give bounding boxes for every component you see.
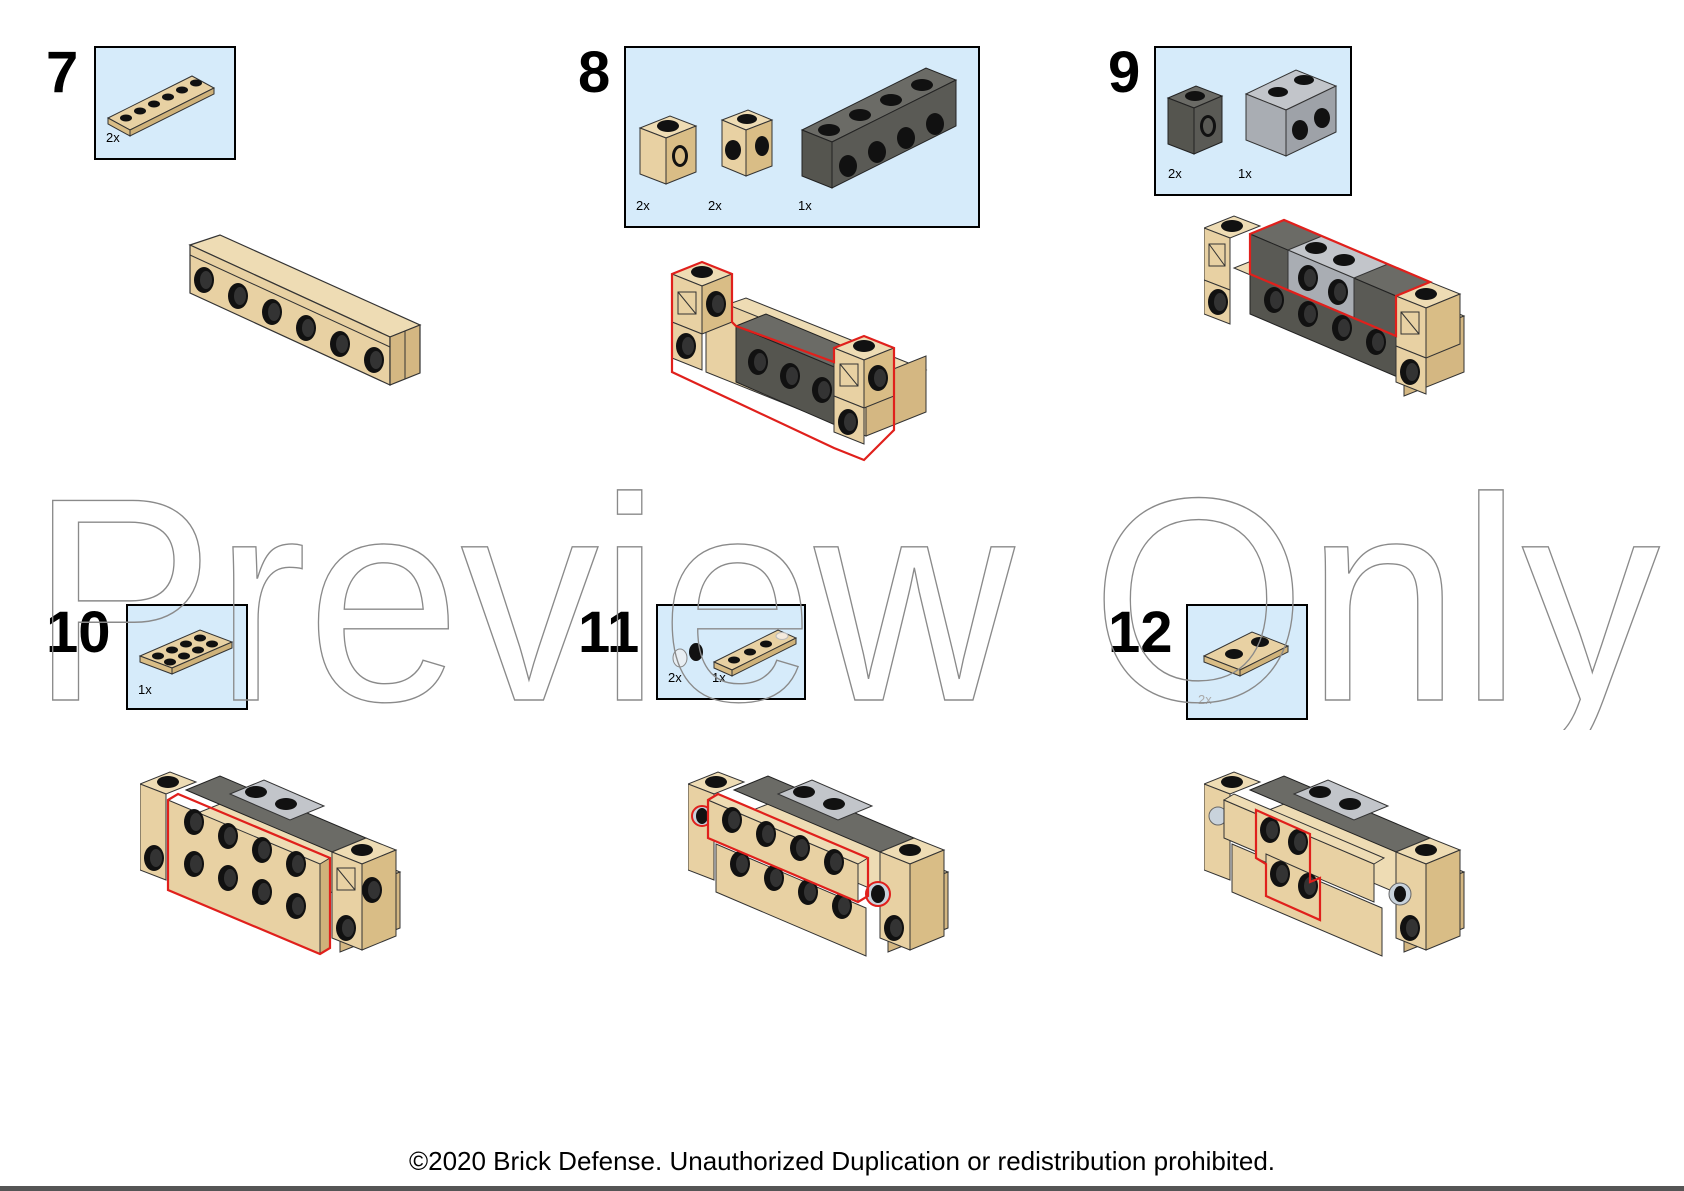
tan-plate-1x6-part [106, 75, 216, 137]
tan-plate-2x4-part [138, 629, 234, 675]
part-quantity: 2x [708, 198, 722, 213]
trans-clear-stud-part [672, 643, 703, 668]
part-quantity: 2x [1198, 692, 1212, 707]
part-quantity: 1x [712, 670, 726, 685]
assembly-step-8 [670, 260, 928, 462]
parts-callout: 2x [1186, 604, 1308, 720]
parts-artwork [1166, 69, 1338, 157]
step-number: 7 [46, 40, 79, 105]
part-quantity: 1x [1238, 166, 1252, 181]
part-quantity: 2x [1168, 166, 1182, 181]
parts-artwork [638, 67, 958, 189]
step-number: 10 [46, 600, 111, 665]
assembly-step-9 [1204, 215, 1466, 397]
assembly-step-10 [140, 771, 402, 956]
watermark-text: Preview Only [30, 470, 1660, 730]
parts-artwork [672, 629, 798, 677]
parts-callout: 2x 1x [656, 604, 806, 700]
preview-only-watermark: Preview Only [30, 470, 1661, 730]
dark-gray-brick-1x4-part [800, 67, 958, 189]
tan-brick-1x1-part [638, 115, 698, 185]
assembly-step-7 [188, 234, 422, 386]
page-bottom-border [0, 1186, 1684, 1191]
parts-callout: 2x [94, 46, 236, 160]
dark-gray-brick-1x1-part [1166, 85, 1224, 155]
part-quantity: 2x [106, 130, 120, 145]
tan-brick-1x1-two-side-studs-part [720, 109, 774, 177]
part-quantity: 1x [798, 198, 812, 213]
part-quantity: 2x [668, 670, 682, 685]
step-number: 9 [1108, 40, 1141, 105]
light-gray-brick-1x2-part [1244, 69, 1338, 157]
assembly-step-11 [688, 771, 950, 957]
parts-callout: 1x [126, 604, 248, 710]
tan-plate-1x2-part [1202, 631, 1290, 677]
step-number: 8 [578, 40, 611, 105]
parts-callout: 2x 1x [1154, 46, 1352, 196]
copyright-footer: ©2020 Brick Defense. Unauthorized Duplic… [408, 1146, 1276, 1176]
step-number: 12 [1108, 600, 1173, 665]
assembly-step-12 [1204, 771, 1466, 957]
part-quantity: 1x [138, 682, 152, 697]
part-quantity: 2x [636, 198, 650, 213]
parts-callout: 2x 2x 1x [624, 46, 980, 228]
tan-plate-1x4-part [712, 629, 798, 677]
step-number: 11 [578, 600, 640, 665]
